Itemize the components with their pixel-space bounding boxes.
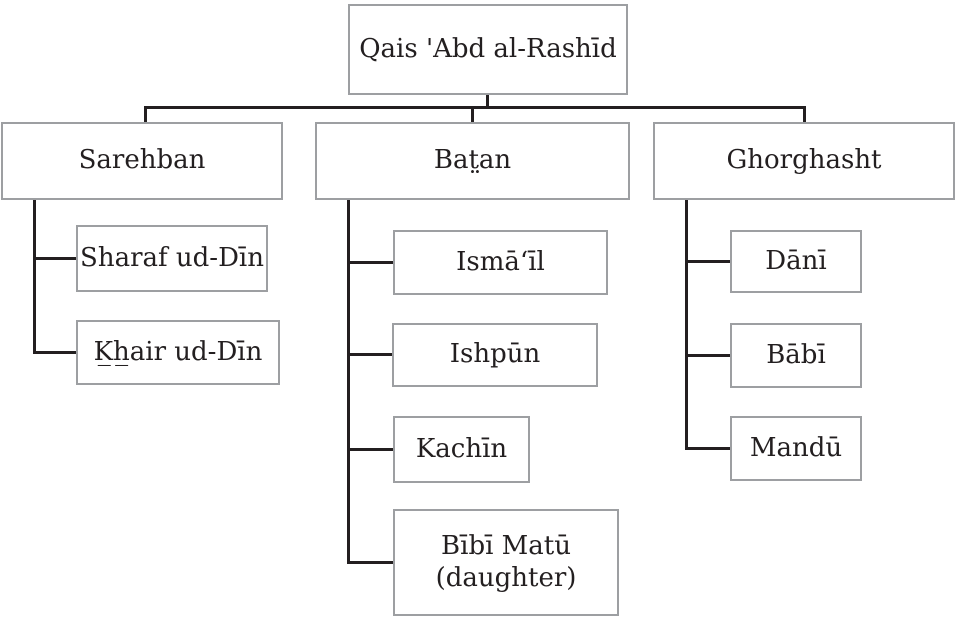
connector-dani-stub <box>685 260 730 263</box>
node-kachin: Kachīn <box>393 416 530 483</box>
node-sharaf-ud-din: Sharaf ud-Dīn <box>76 225 268 292</box>
connector-batan-drop <box>471 106 474 122</box>
connector-sarehban-drop <box>144 106 147 122</box>
connector-sarehban-spine <box>33 200 36 354</box>
connector-ghorghasht-spine <box>685 200 688 450</box>
node-mandu: Mandū <box>730 416 862 481</box>
connector-sharaf-stub <box>33 257 76 260</box>
node-babi: Bābī <box>730 323 862 388</box>
connector-kachin-stub <box>347 448 393 451</box>
node-ishpun: Ishpūn <box>392 323 598 387</box>
connector-mandu-stub <box>685 447 730 450</box>
node-qais-abd-al-rashid: Qais 'Abd al-Rashīd <box>348 4 628 95</box>
connector-batan-spine <box>347 200 350 564</box>
node-bibi-matu: Bībī Matū (daughter) <box>393 509 619 616</box>
connector-ghorghasht-drop <box>803 106 806 122</box>
node-khair-ud-din: K̲h̲air ud-Dīn <box>76 320 280 385</box>
connector-gen2-horizontal <box>144 106 806 109</box>
connector-khair-stub <box>33 351 76 354</box>
connector-babi-stub <box>685 354 730 357</box>
node-ghorghasht: Ghorghasht <box>653 122 955 200</box>
node-dani: Dānī <box>730 230 862 293</box>
connector-ismail-stub <box>347 261 393 264</box>
node-ismail: Ismāʻīl <box>393 230 608 295</box>
connector-bibi-stub <box>347 561 393 564</box>
connector-ishpun-stub <box>347 353 392 356</box>
connector-root-drop <box>486 95 489 109</box>
node-sarehban: Sarehban <box>1 122 283 200</box>
node-batan: Bat̤an <box>315 122 630 200</box>
